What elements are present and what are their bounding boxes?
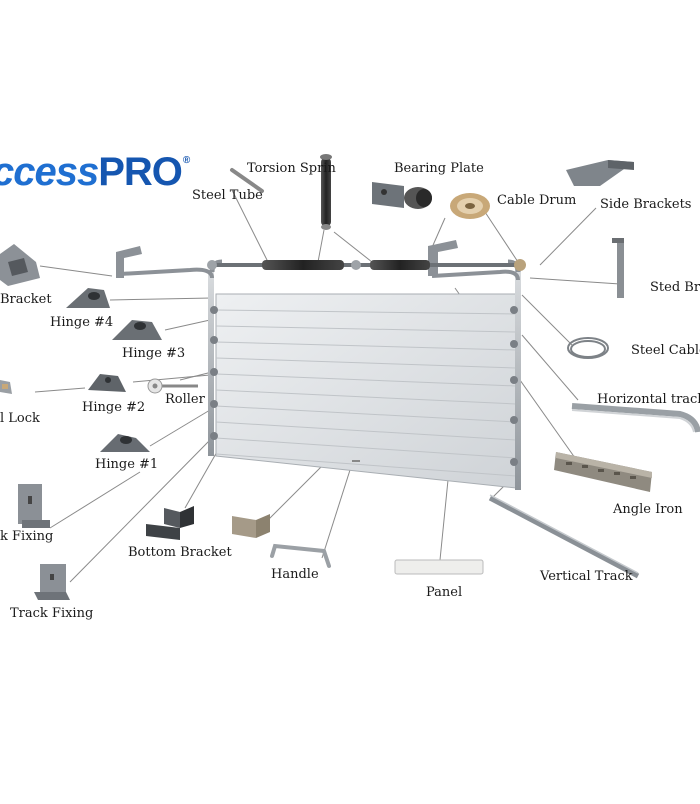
- hinge-4-part: [66, 288, 110, 308]
- track-fixing-part-1: [18, 484, 50, 528]
- bottom-bracket-part: [146, 506, 194, 540]
- side-brackets-part: [566, 160, 634, 186]
- angle-iron-part: [554, 452, 652, 492]
- lock-part: [0, 380, 12, 394]
- steel-bracket-part: [612, 238, 624, 298]
- vertical-track-part: [488, 494, 640, 579]
- label-bracket: Bracket: [0, 292, 52, 307]
- label-handle: Handle: [271, 567, 319, 582]
- label-steel-tube: Steel Tube: [192, 188, 263, 203]
- label-roller: Roller: [165, 392, 205, 407]
- cable-drum-part: [450, 193, 490, 219]
- label-hinge-1: Hinge #1: [95, 457, 159, 472]
- label-angle-iron: Angle Iron: [613, 502, 683, 517]
- handle-part: [270, 543, 331, 568]
- label-bottom-bracket: Bottom Bracket: [128, 545, 232, 560]
- label-vertical-track: Vertical Track: [540, 569, 633, 584]
- logo-registered-mark: ®: [182, 155, 190, 166]
- track-fixing-part-2: [34, 564, 70, 600]
- label-steel-cable: Steel Cable: [631, 343, 700, 358]
- accesspro-logo: ccessPRO®: [0, 150, 190, 194]
- logo-text-part2: PRO: [98, 150, 183, 194]
- label-torsion-spring: Torsion Sprin: [247, 161, 336, 176]
- torsion-spring-part: [320, 154, 332, 230]
- label-horizontal-track: Horizontal track: [597, 392, 700, 407]
- hinge-1-part: [100, 434, 150, 452]
- steel-tube-part: [230, 168, 264, 193]
- label-hinge-2: Hinge #2: [82, 400, 146, 415]
- logo-text-part1: ccess: [0, 150, 99, 194]
- label-track-fixing-2: Track Fixing: [10, 606, 94, 621]
- horizontal-track-part: [571, 403, 700, 433]
- hinge-2-part: [88, 374, 126, 392]
- bracket-part: [0, 244, 40, 286]
- label-lock: l Lock: [0, 411, 40, 426]
- roller-part: [147, 378, 198, 394]
- garage-door-assembly: [116, 240, 526, 490]
- label-hinge-4: Hinge #4: [50, 315, 114, 330]
- label-steel-bracket: Sted Brac: [650, 280, 700, 295]
- label-track-fixing-1: k Fixing: [0, 529, 54, 544]
- steel-cable-part: [567, 337, 609, 359]
- label-hinge-3: Hinge #3: [122, 346, 186, 361]
- panel-part: [394, 559, 484, 575]
- hinge-3-part: [112, 320, 162, 340]
- label-panel: Panel: [426, 585, 463, 600]
- bearing-plate-part: [372, 182, 432, 209]
- corner-bracket-part: [232, 514, 270, 538]
- label-side-brackets: Side Brackets: [600, 197, 692, 212]
- label-bearing-plate: Bearing Plate: [394, 161, 484, 176]
- label-cable-drum: Cable Drum: [497, 193, 577, 208]
